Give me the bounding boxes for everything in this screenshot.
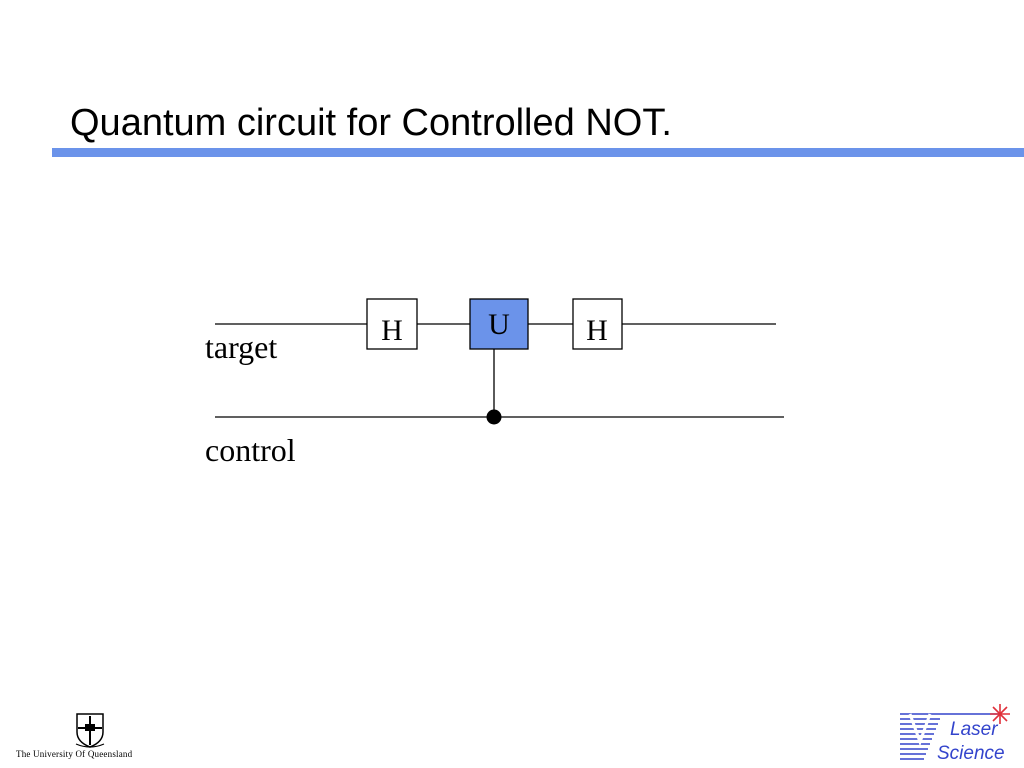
gate-h-2-box xyxy=(572,298,623,350)
university-name: The University Of Queensland xyxy=(16,749,133,759)
target-label: target xyxy=(205,329,277,365)
uq-crest-scroll xyxy=(75,743,105,748)
uq-crest-icon xyxy=(75,713,105,748)
title-underline xyxy=(52,148,1024,157)
gate-u: U xyxy=(469,298,529,350)
laser-science-stripes xyxy=(900,713,942,760)
page-title: Quantum circuit for Controlled NOT. xyxy=(70,102,672,144)
gate-h-2: H xyxy=(572,298,623,350)
control-dot xyxy=(486,409,502,425)
gate-u-box xyxy=(469,298,529,350)
title-underline-bar xyxy=(52,148,1024,157)
laser-star-icon xyxy=(990,704,1010,724)
lab-name-line1: Laser xyxy=(950,719,998,740)
laser-science-v-mark xyxy=(908,713,932,747)
lab-name-line2: Science xyxy=(937,743,1005,764)
control-label: control xyxy=(205,432,296,468)
gate-h-1-box xyxy=(366,298,418,350)
uq-crest-book xyxy=(85,724,95,731)
gate-u-label: U xyxy=(488,308,510,341)
gate-h-1: H xyxy=(366,298,418,350)
laser-science-logo-icon xyxy=(900,704,1010,760)
gate-h-1-label: H xyxy=(381,314,403,347)
gate-h-2-label: H xyxy=(586,314,608,347)
